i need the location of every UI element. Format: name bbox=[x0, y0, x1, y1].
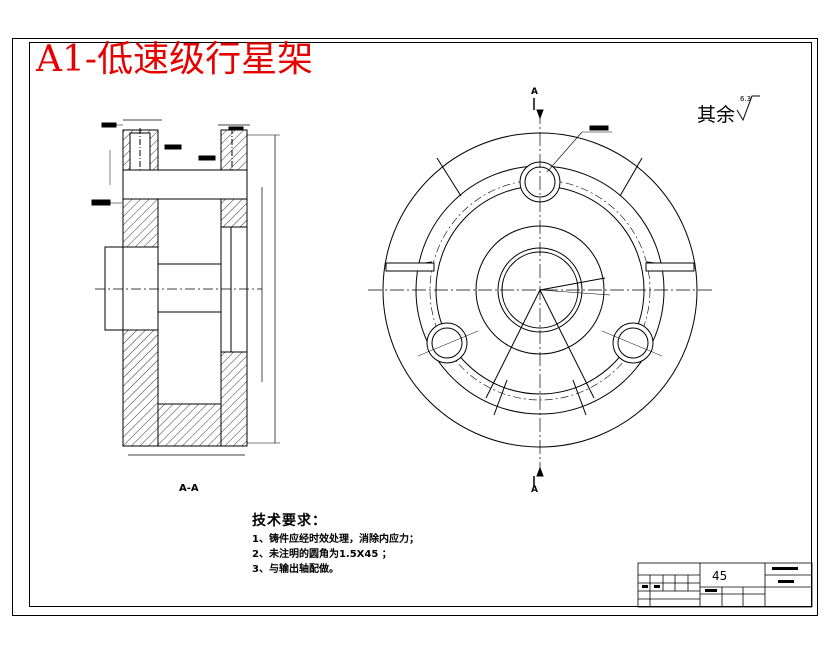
title-block bbox=[637, 562, 813, 608]
notes-title: 技术要求： bbox=[252, 513, 327, 529]
hatch-bottom-web bbox=[157, 403, 222, 447]
cut-mark-bottom: A bbox=[531, 485, 538, 495]
roughness-value: 6.3 bbox=[740, 95, 752, 103]
technical-notes: 技术要求： 1、铸件应经时效处理，消除内应力； 2、未注明的圆角为1.5X45 … bbox=[252, 510, 419, 577]
hatch-left-top bbox=[122, 198, 159, 248]
roughness-symbol bbox=[736, 95, 760, 122]
drawing-outer-border bbox=[12, 38, 818, 616]
cut-mark-top: A bbox=[531, 87, 538, 97]
note-item: 2、未注明的圆角为1.5X45 ； bbox=[252, 549, 392, 560]
drawing-inner-border bbox=[29, 42, 812, 607]
title-block-material: 45 bbox=[712, 569, 728, 583]
section-label: A-A bbox=[179, 483, 199, 494]
drawing-title: A1-低速级行星架 bbox=[36, 39, 314, 80]
hatch-top-right-lug bbox=[220, 129, 248, 171]
hatch-right-top bbox=[220, 198, 248, 228]
pin-hole-left bbox=[426, 322, 468, 364]
section-view bbox=[91, 119, 280, 456]
hatch-left-bottom bbox=[122, 329, 159, 447]
pin-hole-right bbox=[612, 322, 654, 364]
front-view bbox=[368, 98, 712, 486]
note-item: 3、与输出轴配做。 bbox=[252, 564, 339, 575]
roughness-label: 其余 bbox=[697, 104, 736, 126]
hatch-right-bottom bbox=[220, 351, 248, 447]
note-item: 1、铸件应经时效处理，消除内应力； bbox=[252, 534, 419, 545]
